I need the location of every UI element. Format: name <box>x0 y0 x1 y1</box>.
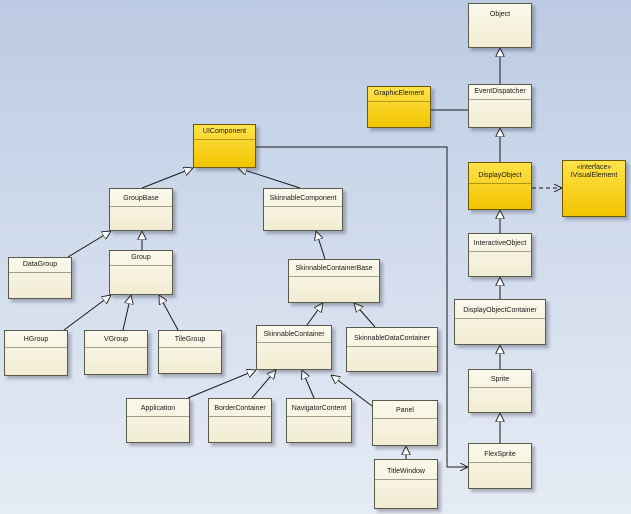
class-hgroup-label: HGroup <box>5 333 67 348</box>
class-skinnablecomponent-label: SkinnableComponent <box>264 192 342 207</box>
class-displayobject[interactable]: DisplayObject <box>468 162 532 210</box>
edge-hgroup-group <box>63 295 111 331</box>
class-skinnablecontainer-label: SkinnableContainer <box>257 328 331 343</box>
class-titlewindow[interactable]: TitleWindow <box>374 459 438 509</box>
class-sprite[interactable]: Sprite <box>468 369 532 413</box>
edge-tilegroup-group <box>159 295 179 331</box>
class-skinnablecontainerbase-label: SkinnableContainerBase <box>289 262 379 277</box>
class-interactiveobject[interactable]: InteractiveObject <box>468 233 532 277</box>
class-interactiveobject-label: InteractiveObject <box>469 237 531 252</box>
class-eventdispatcher-label: EventDispatcher <box>469 85 531 100</box>
class-displayobjectcontainer-label: DisplayObjectContainer <box>455 304 545 319</box>
class-vgroup-label: VGroup <box>85 333 147 348</box>
interface-name: IVisualElement <box>570 172 618 179</box>
class-flexsprite-label: FlexSprite <box>469 448 531 463</box>
edge-navigatorcontent-skinnablecontainer <box>302 370 315 399</box>
class-tilegroup[interactable]: TileGroup <box>158 330 222 374</box>
class-groupbase-label: GroupBase <box>110 192 172 207</box>
class-bordercontainer-label: BorderContainer <box>209 402 271 417</box>
class-skinnablecontainer[interactable]: SkinnableContainer <box>256 325 332 370</box>
edge-datagroup-groupbase <box>67 231 111 258</box>
class-navigatorcontent[interactable]: NavigatorContent <box>286 398 352 443</box>
class-datagroup-label: DataGroup <box>9 258 71 273</box>
interface-ivisualelement[interactable]: «interface» IVisualElement <box>562 160 626 217</box>
class-skinnabledatacontainer[interactable]: SkinnableDataContainer <box>346 327 438 372</box>
edge-skinnablecontainerbase-skinnablecomponent <box>316 231 326 260</box>
edge-application-skinnablecontainer <box>187 370 256 399</box>
class-skinnablecomponent[interactable]: SkinnableComponent <box>263 188 343 231</box>
edge-vgroup-group <box>122 295 131 331</box>
class-skinnabledatacontainer-label: SkinnableDataContainer <box>347 332 437 347</box>
class-group[interactable]: Group <box>109 250 173 295</box>
class-application[interactable]: Application <box>126 398 190 443</box>
class-object[interactable]: Object <box>468 3 532 48</box>
interface-stereotype: «interface» <box>576 164 612 171</box>
class-object-label: Object <box>489 11 511 18</box>
class-tilegroup-label: TileGroup <box>159 333 221 348</box>
class-panel[interactable]: Panel <box>372 400 438 446</box>
edge-groupbase-uicomponent <box>141 168 193 189</box>
class-titlewindow-label: TitleWindow <box>375 465 437 480</box>
class-displayobject-label: DisplayObject <box>469 169 531 184</box>
class-graphicelement-label: GraphicElement <box>368 87 430 102</box>
class-group-label: Group <box>110 251 172 266</box>
class-application-label: Application <box>127 402 189 417</box>
edge-skinnabledatacontainer-skinnablecontainerbase <box>354 303 376 328</box>
class-navigatorcontent-label: NavigatorContent <box>287 402 351 417</box>
class-bordercontainer[interactable]: BorderContainer <box>208 398 272 443</box>
class-flexsprite[interactable]: FlexSprite <box>468 443 532 489</box>
edge-bordercontainer-skinnablecontainer <box>251 370 276 399</box>
edge-skinnablecontainer-skinnablecontainerbase <box>306 303 323 326</box>
class-displayobjectcontainer[interactable]: DisplayObjectContainer <box>454 299 546 345</box>
edge-skinnablecomponent-uicomponent <box>238 168 301 189</box>
class-uicomponent[interactable]: UIComponent <box>193 124 256 168</box>
class-graphicelement[interactable]: GraphicElement <box>367 86 431 128</box>
class-sprite-label: Sprite <box>469 373 531 388</box>
class-hgroup[interactable]: HGroup <box>4 330 68 376</box>
class-groupbase[interactable]: GroupBase <box>109 188 173 231</box>
class-uicomponent-label: UIComponent <box>194 125 255 140</box>
class-vgroup[interactable]: VGroup <box>84 330 148 375</box>
class-skinnablecontainerbase[interactable]: SkinnableContainerBase <box>288 259 380 303</box>
class-datagroup[interactable]: DataGroup <box>8 257 72 299</box>
class-eventdispatcher[interactable]: EventDispatcher <box>468 84 532 128</box>
class-panel-label: Panel <box>373 404 437 419</box>
interface-ivisualelement-label: «interface» IVisualElement <box>563 164 625 180</box>
